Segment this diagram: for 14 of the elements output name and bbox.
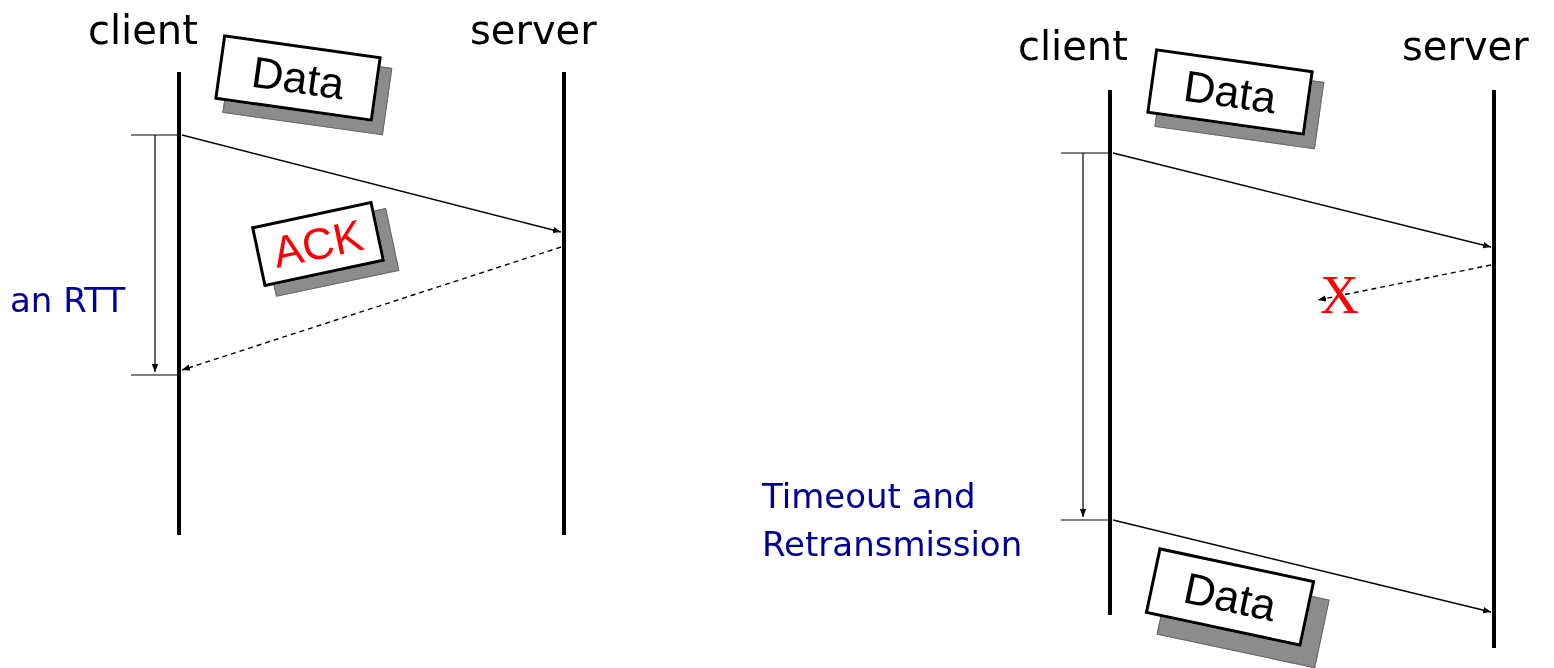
participant-label: server	[470, 8, 597, 52]
arrow	[1112, 152, 1492, 249]
annotation-text: Timeout and Retransmission	[762, 475, 1024, 566]
arrow	[1112, 519, 1492, 614]
packet-label: Data	[248, 47, 348, 109]
packet-label: ACK	[268, 211, 368, 277]
participant-label: client	[88, 8, 198, 52]
participant-label: server	[1402, 24, 1529, 68]
arrow	[181, 134, 562, 234]
arrow	[181, 246, 562, 371]
annotation-text: an RTT	[10, 279, 126, 322]
packet-label: Data	[1179, 563, 1281, 631]
participant-label: client	[1018, 24, 1128, 68]
packet-label: Data	[1180, 61, 1280, 123]
